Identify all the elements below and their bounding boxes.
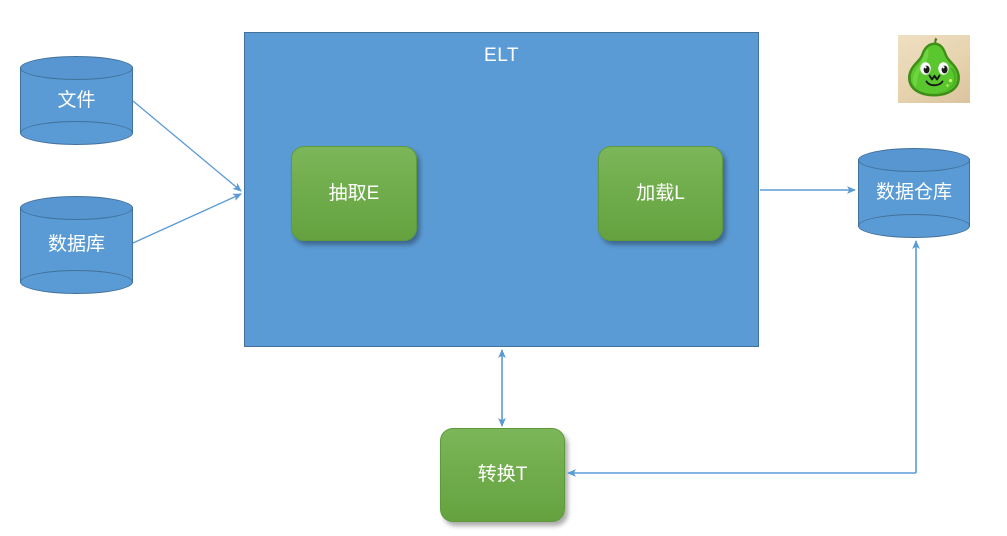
pear-icon <box>908 37 960 97</box>
elt-container-title: ELT <box>484 45 519 66</box>
cylinder-label-data-warehouse: 数据仓库 <box>875 182 952 203</box>
cylinder-top <box>20 56 133 80</box>
process-label-load: 加载L <box>636 182 685 204</box>
cylinder-database[interactable]: 数据库 <box>20 196 133 294</box>
process-box-load[interactable]: 加载L <box>598 146 723 241</box>
cylinder-label-database: 数据库 <box>47 234 105 255</box>
cylinder-data-warehouse[interactable]: 数据仓库 <box>858 148 970 238</box>
arrow-database-to-elt <box>132 193 242 244</box>
cylinder-top <box>20 196 133 220</box>
cylinder-label-file: 文件 <box>57 89 96 111</box>
process-box-extract[interactable]: 抽取E <box>291 146 417 241</box>
cylinder-top <box>858 148 970 172</box>
process-box-transform[interactable]: 转换T <box>440 428 565 522</box>
cylinder-file[interactable]: 文件 <box>20 56 133 145</box>
cylinder-bottom <box>20 270 133 294</box>
cylinder-bottom <box>20 121 133 145</box>
pear-mascot-logo <box>898 35 970 103</box>
process-label-extract: 抽取E <box>328 182 380 204</box>
process-label-transform: 转换T <box>477 464 528 485</box>
cylinder-bottom <box>858 214 970 238</box>
arrow-file-to-elt <box>132 100 242 192</box>
